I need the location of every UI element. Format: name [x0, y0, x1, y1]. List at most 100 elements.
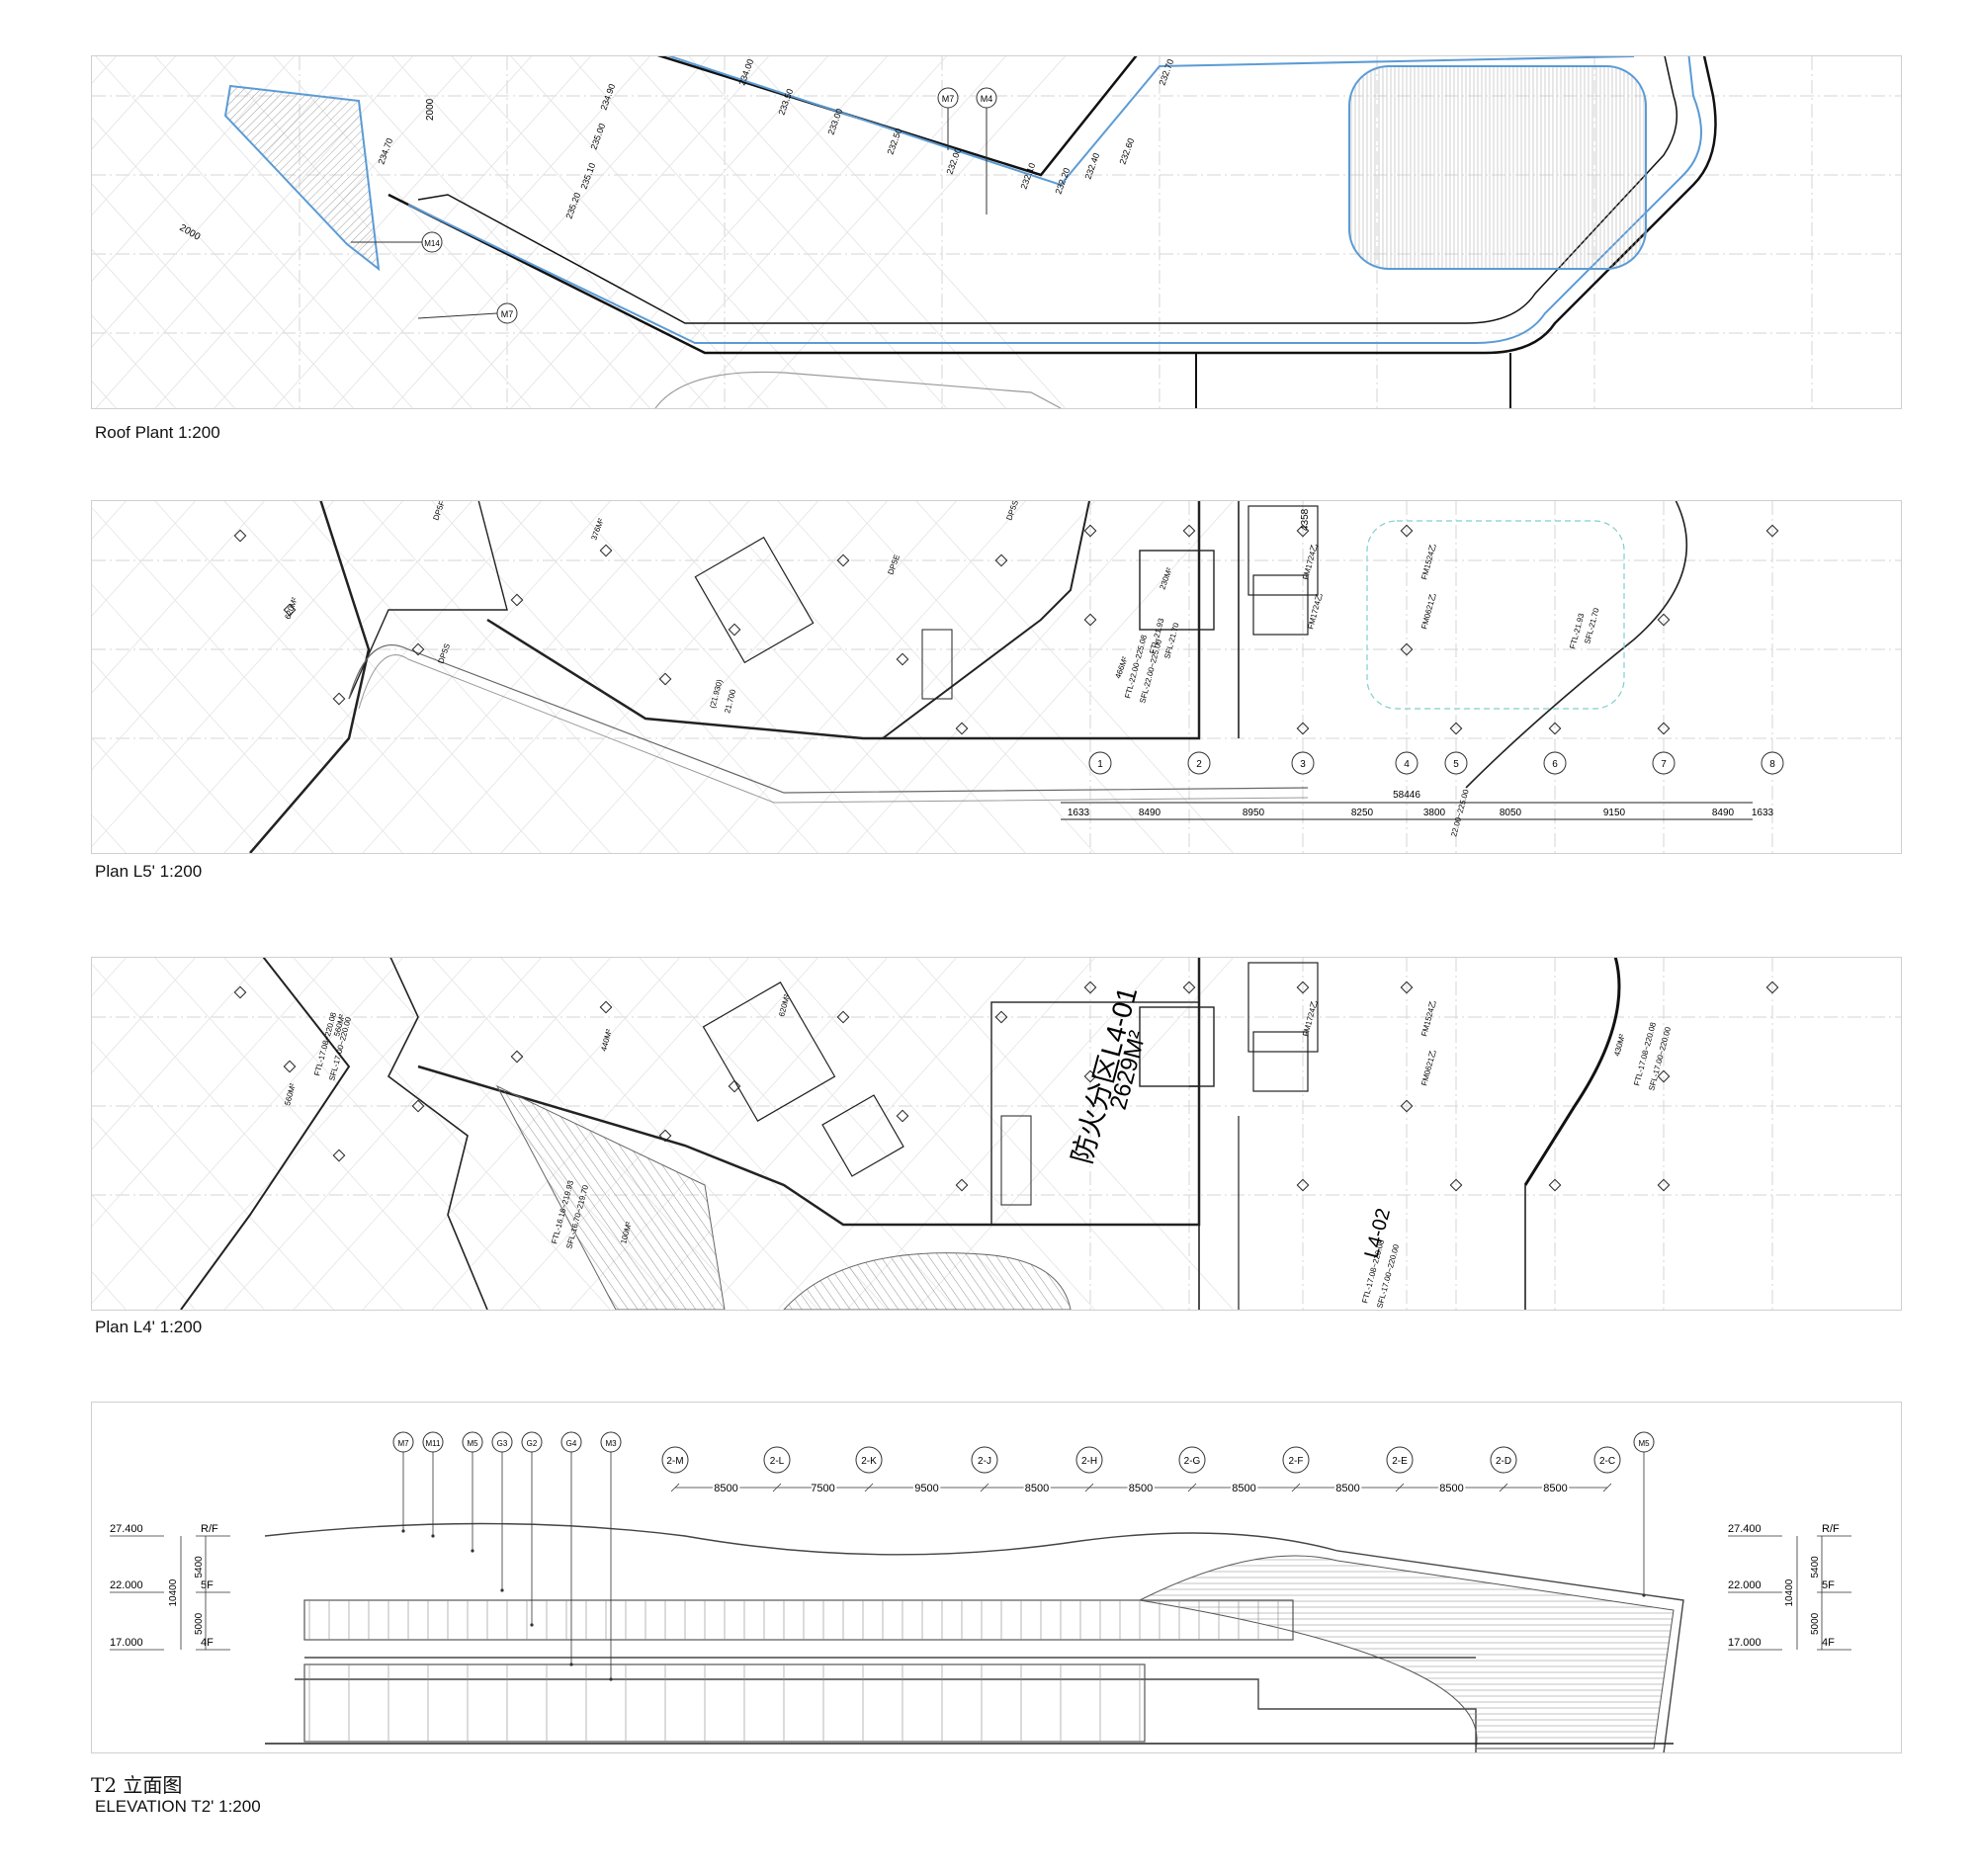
- structural-column: [1400, 981, 1414, 994]
- drawing-label: FM1724乙: [1301, 999, 1319, 1037]
- drawing-label: 2-L: [770, 1456, 785, 1467]
- drawing-label: 5400: [194, 1556, 205, 1578]
- structural-column: [411, 1099, 425, 1113]
- l5-overall-dim: 58446: [1393, 790, 1420, 801]
- plan-l5-caption: Plan L5' 1:200: [95, 862, 203, 881]
- structural-column: [332, 692, 346, 706]
- drawing-label: 2: [1196, 759, 1202, 770]
- drawing-label: 22.00~225.00: [1449, 788, 1471, 837]
- drawing-label: 8500: [1232, 1483, 1255, 1494]
- grid-bubble: [855, 1446, 883, 1474]
- grid-bubble: [1386, 1446, 1414, 1474]
- structural-column: [955, 722, 969, 735]
- roof-blue-notch: [666, 56, 1635, 187]
- structural-column: [510, 593, 524, 607]
- drawing-label: 2-K: [861, 1456, 877, 1467]
- grid-bubble: [1178, 1446, 1206, 1474]
- drawing-label: 8500: [1439, 1483, 1463, 1494]
- roof-blue-outline: [407, 56, 1702, 344]
- drawing-label: 232.60: [1117, 136, 1136, 165]
- l4-ramp-hatch-south: [783, 1252, 1072, 1310]
- structural-column: [955, 1178, 969, 1192]
- grid-bubble: [1652, 751, 1676, 775]
- drawing-label: 22.000: [110, 1579, 143, 1591]
- drawing-label: 27.400: [1728, 1523, 1762, 1535]
- drawing-label: SFL-21.70: [1162, 622, 1181, 660]
- drawing-label: 5F: [201, 1579, 214, 1591]
- structural-column: [1296, 524, 1310, 538]
- drawing-label: G3: [497, 1439, 508, 1448]
- grid-bubble: [1593, 1446, 1621, 1474]
- l4-stair-core-west: [702, 981, 836, 1122]
- roof-tag-m4: M4: [976, 87, 997, 214]
- structural-column: [1449, 722, 1463, 735]
- structural-column: [1765, 981, 1779, 994]
- drawing-label: M11: [426, 1439, 442, 1448]
- drawing-label: 2-G: [1184, 1456, 1201, 1467]
- drawing-label: 22.000: [1728, 1579, 1762, 1591]
- grid-bubble: [1395, 751, 1418, 775]
- drawing-label: 4F: [201, 1637, 214, 1649]
- elevation-4f-glazing: [303, 1663, 1146, 1743]
- drawing-label: 8500: [1543, 1483, 1567, 1494]
- structural-column: [1548, 722, 1562, 735]
- roof-tag-m7a: M7: [937, 87, 959, 150]
- roof-lower-curve: [654, 371, 1062, 408]
- drawing-label: 235.10: [578, 161, 597, 190]
- grid-bubble: [971, 1446, 998, 1474]
- roof-skylight: [1348, 65, 1647, 270]
- drawing-label: 440M²: [599, 1028, 614, 1053]
- drawing-label: 10400: [1784, 1578, 1795, 1606]
- drawing-label: 232.50: [885, 127, 903, 155]
- drawing-label: 5000: [194, 1612, 205, 1635]
- drawing-label: 232.00: [944, 146, 963, 175]
- drawing-label: 5F: [1822, 1579, 1835, 1591]
- l4-atrium: [990, 1001, 1200, 1226]
- l5-void-outline: [1366, 520, 1625, 710]
- drawing-label: 17.000: [110, 1637, 143, 1649]
- drawing-label: R/F: [1822, 1523, 1840, 1535]
- drawing-label: 9500: [914, 1483, 938, 1494]
- l5-elevator-core: [1252, 574, 1309, 636]
- drawing-label: 7500: [811, 1483, 834, 1494]
- roof-dim-label: 2000: [425, 98, 436, 121]
- drawing-label: 8500: [714, 1483, 737, 1494]
- l5-top-dim: 4358: [1300, 508, 1311, 531]
- plan-l4-caption: Plan L4' 1:200: [95, 1318, 203, 1336]
- roof-dim-label: 2000: [178, 222, 203, 243]
- drawing-label: 7: [1661, 759, 1667, 770]
- l5-curved-edge: [1465, 501, 1688, 789]
- drawing-label: 466M²: [1113, 655, 1129, 680]
- drawing-label: M3: [605, 1439, 617, 1448]
- drawing-label: DP5S: [1004, 501, 1020, 522]
- drawing-label: 7500: [811, 1483, 834, 1494]
- l4-room: [821, 1094, 904, 1177]
- grid-bubble: [1187, 751, 1211, 775]
- grid-bubble: [661, 1446, 689, 1474]
- structural-column: [836, 554, 850, 567]
- drawing-label: FM1524乙: [1419, 999, 1437, 1037]
- grid-bubble: [1490, 1446, 1517, 1474]
- drawing-label: 8490: [1712, 808, 1735, 818]
- drawing-label: 8500: [714, 1483, 737, 1494]
- drawing-label: 3: [1300, 759, 1306, 770]
- drawing-label: 9500: [914, 1483, 938, 1494]
- drawing-label: 2-D: [1496, 1456, 1511, 1467]
- structural-column: [1083, 981, 1097, 994]
- structural-column: [658, 672, 672, 686]
- l4-escalator: [1000, 1115, 1032, 1206]
- roof-hatched-area: [223, 84, 381, 272]
- structural-column: [1400, 642, 1414, 656]
- drawing-label: 4: [1404, 759, 1410, 770]
- drawing-label: 232.20: [1053, 166, 1072, 195]
- grid-bubble: [763, 1446, 791, 1474]
- structural-column: [233, 529, 247, 543]
- l5-escalator: [921, 629, 953, 700]
- roof-plan-caption: Roof Plant 1:200: [95, 423, 220, 442]
- structural-column: [1400, 1099, 1414, 1113]
- drawing-label: FM0621乙: [1419, 1049, 1437, 1086]
- roof-tag-m7b: M7: [417, 302, 518, 324]
